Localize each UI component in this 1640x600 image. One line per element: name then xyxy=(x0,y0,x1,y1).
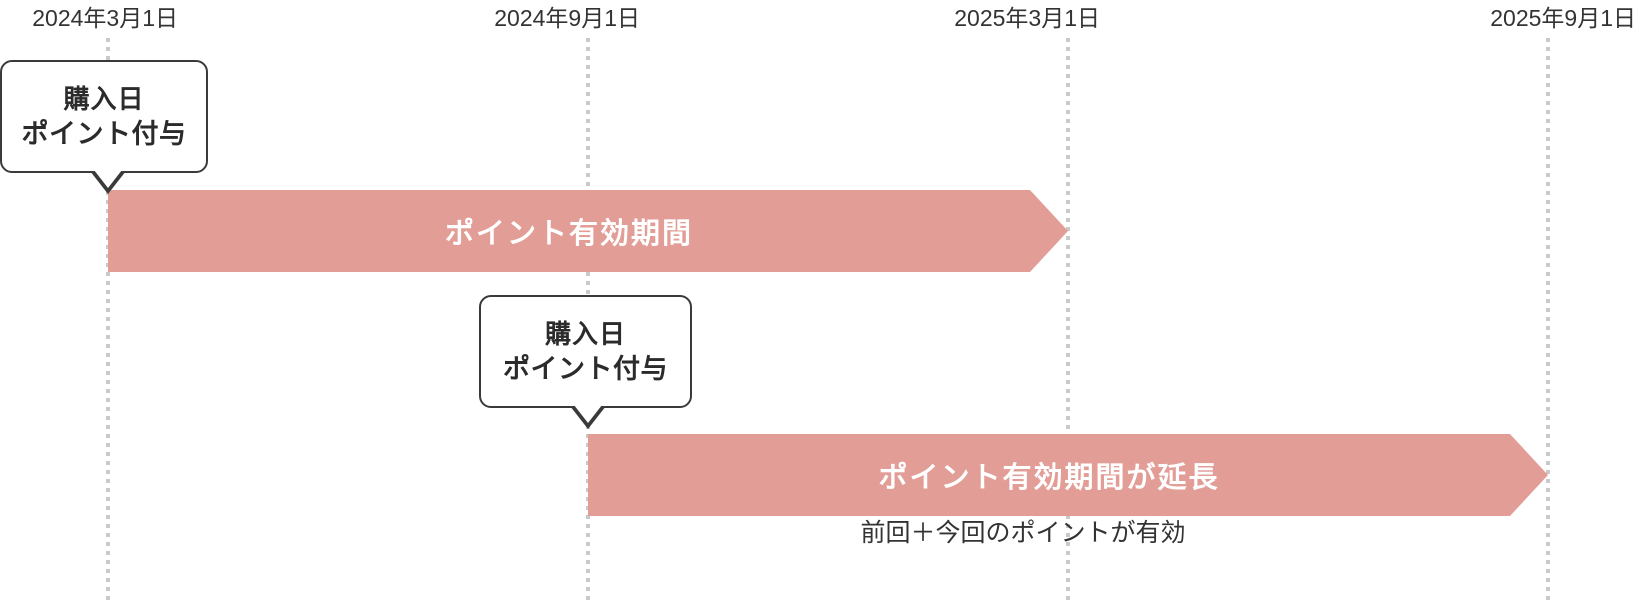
bar-2-arrow-head xyxy=(1510,434,1548,516)
callout-1-tail-fill xyxy=(94,170,122,188)
date-label-2024-09-01: 2024年9月1日 xyxy=(494,5,640,31)
guide-line-2025-09-01 xyxy=(1546,38,1550,600)
bar-1-arrow-head xyxy=(1030,190,1068,272)
bar-1-label: ポイント有効期間 xyxy=(444,218,693,250)
callout-2-tail-fill xyxy=(574,405,602,423)
callout-1-line-2: ポイント付与 xyxy=(21,118,187,149)
date-label-2025-03-01: 2025年3月1日 xyxy=(954,5,1100,31)
caption-combined-points: 前回＋今回のポイントが有効 xyxy=(860,519,1186,547)
date-label-2024-03-01: 2024年3月1日 xyxy=(32,5,178,31)
callout-purchase-2: 購入日 ポイント付与 xyxy=(479,295,692,408)
callout-2-line-2: ポイント付与 xyxy=(503,353,668,384)
callout-purchase-1: 購入日 ポイント付与 xyxy=(0,60,208,173)
bar-2-label: ポイント有効期間が延長 xyxy=(878,462,1220,494)
guide-line-2024-03-01 xyxy=(106,38,110,600)
callout-1-line-1: 購入日 xyxy=(63,83,145,114)
bar-point-validity-extended: ポイント有効期間が延長 xyxy=(588,434,1510,516)
date-label-2025-09-01: 2025年9月1日 xyxy=(1490,5,1636,31)
bar-point-validity-period: ポイント有効期間 xyxy=(108,190,1030,272)
guide-line-2025-03-01 xyxy=(1066,38,1070,600)
callout-2-line-1: 購入日 xyxy=(544,318,626,349)
